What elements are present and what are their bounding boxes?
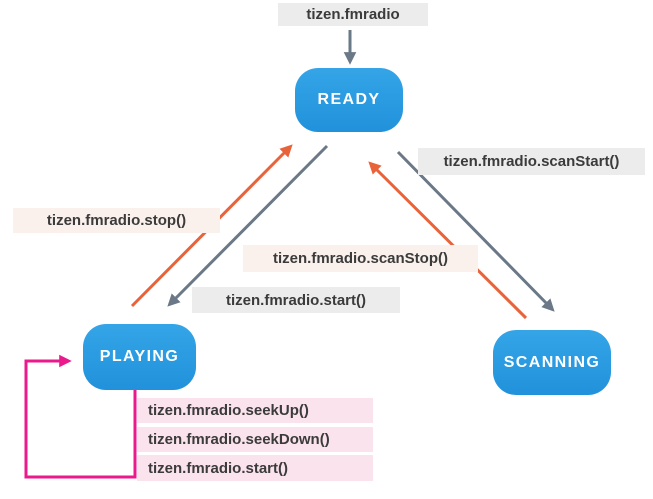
transition-label-stop: tizen.fmradio.stop() [13,208,220,233]
arrow-ready-to-playing [167,144,329,307]
state-playing-label: PLAYING [99,348,180,365]
state-ready: READY [295,68,403,132]
entry-label: tizen.fmradio [278,3,428,26]
loop-label-seek-up: tizen.fmradio.seekUp() [137,398,373,423]
transition-label-start: tizen.fmradio.start() [192,287,400,313]
arrow-scanning-to-ready [368,161,528,320]
arrow-playing-self-loop [24,354,137,479]
loop-label-start: tizen.fmradio.start() [137,455,373,481]
loop-label-seek-down: tizen.fmradio.seekDown() [137,427,373,452]
state-playing: PLAYING [83,324,196,390]
state-scanning: SCANNING [493,330,611,395]
transition-label-scan-stop: tizen.fmradio.scanStop() [243,245,478,272]
arrow-ready-to-scanning [396,150,555,312]
state-ready-label: READY [317,91,381,108]
transition-label-scan-start: tizen.fmradio.scanStart() [418,148,645,175]
state-scanning-label: SCANNING [503,353,601,371]
